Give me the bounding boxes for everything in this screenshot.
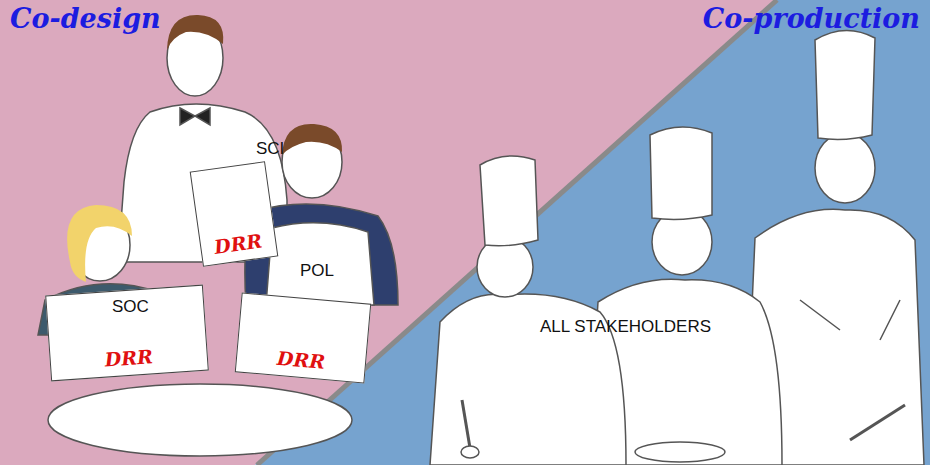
role-label: SOC <box>112 298 149 317</box>
role-label: SCI <box>256 140 284 159</box>
menu-card: DRR <box>235 292 371 383</box>
panel-heading: Co-production <box>703 4 920 34</box>
menu-card: DRR <box>190 161 279 267</box>
blue-ground <box>255 0 930 465</box>
menu-title: DRR <box>104 346 153 370</box>
role-label: POL <box>300 262 334 281</box>
knife <box>850 405 905 440</box>
group-label: ALL STAKEHOLDERS <box>540 318 711 337</box>
menu-title: DRR <box>276 348 326 373</box>
panel-heading: Co-design <box>10 4 161 34</box>
chef-figure <box>430 156 626 465</box>
table <box>48 384 352 456</box>
menu-title: DRR <box>213 231 264 258</box>
